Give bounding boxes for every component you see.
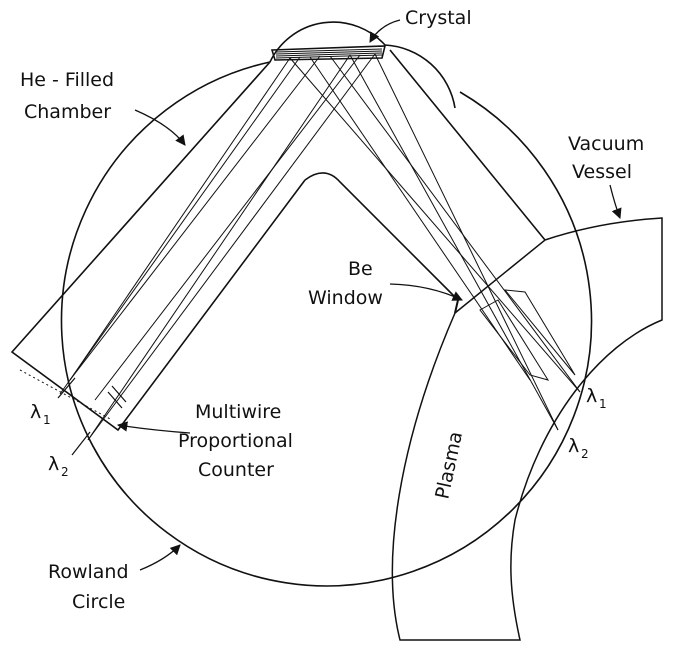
- plasma-label: Plasma: [431, 430, 467, 502]
- svg-text:2: 2: [61, 465, 69, 479]
- circle-label: Circle: [72, 591, 125, 613]
- svg-text:λ: λ: [48, 453, 59, 475]
- rowland-arrow: [139, 544, 181, 571]
- lambda1-right-label: λ 1: [586, 385, 607, 411]
- be-window: [454, 299, 459, 314]
- window-label: Window: [308, 287, 383, 309]
- he-chamber-inner-v: [304, 172, 459, 301]
- vacuum-vessel-arrow: [609, 184, 622, 219]
- rays-right: [289, 53, 581, 431]
- counter-arrow: [116, 421, 191, 434]
- vessel-label: Vessel: [572, 161, 632, 183]
- he-chamber-arrow: [134, 109, 186, 146]
- svg-text:λ: λ: [586, 385, 597, 407]
- he-chamber-left-arm: [10, 61, 306, 432]
- rowland-label: Rowland: [48, 561, 129, 583]
- multiwire-label: Multiwire: [195, 401, 281, 423]
- hatched-volume-2: [479, 299, 550, 381]
- proportional-label: Proportional: [178, 430, 293, 452]
- he-filled-label: He - Filled: [20, 69, 114, 91]
- be-label: Be: [348, 258, 373, 280]
- svg-text:1: 1: [599, 397, 607, 411]
- lambda2-left-line: [71, 431, 91, 456]
- crystal: [270, 45, 387, 61]
- svg-text:1: 1: [43, 413, 51, 427]
- vacuum-label: Vacuum: [568, 133, 644, 155]
- crystal-arrow: [369, 19, 401, 43]
- svg-text:λ: λ: [30, 401, 41, 423]
- vacuum-vessel: [391, 217, 663, 641]
- be-window-arrow: [389, 283, 463, 301]
- crystal-label: Crystal: [405, 7, 472, 29]
- chamber-label: Chamber: [24, 101, 111, 123]
- lambda2-right-label: λ 2: [568, 435, 589, 461]
- rowland-circle: [60, 61, 593, 587]
- lambda2-left-label: λ 2: [48, 453, 69, 479]
- svg-text:λ: λ: [568, 435, 579, 457]
- lambda1-left-label: λ 1: [30, 401, 51, 427]
- he-chamber-right-arm: [389, 49, 546, 241]
- lambda1-left-line: [57, 377, 76, 399]
- hatched-volume-1: [503, 289, 576, 376]
- rays-left: [59, 53, 376, 441]
- svg-text:2: 2: [581, 447, 589, 461]
- counter-label: Counter: [198, 459, 274, 481]
